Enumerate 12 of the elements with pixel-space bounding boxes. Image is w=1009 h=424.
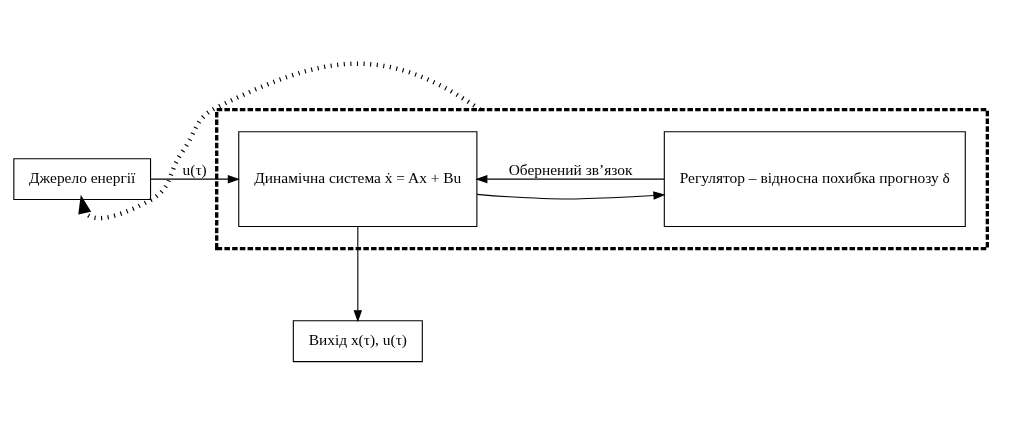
node-box: Джерело енергії (12, 157, 151, 200)
node-box: Вихід x(τ), u(τ) (292, 319, 423, 362)
edge-label: Обернений зв’язок (508, 160, 633, 178)
node-box: Динамічна система ẋ = Ax + Bu (237, 130, 477, 227)
arrow (149, 174, 240, 183)
node-box: Регулятор – відносна похибка прогнозу δ (663, 130, 966, 227)
cluster (214, 107, 989, 250)
arrow (474, 174, 665, 183)
arrow (353, 225, 362, 322)
arrow (476, 190, 665, 200)
edge-label: u(τ) (182, 160, 207, 178)
arrow (77, 61, 481, 220)
